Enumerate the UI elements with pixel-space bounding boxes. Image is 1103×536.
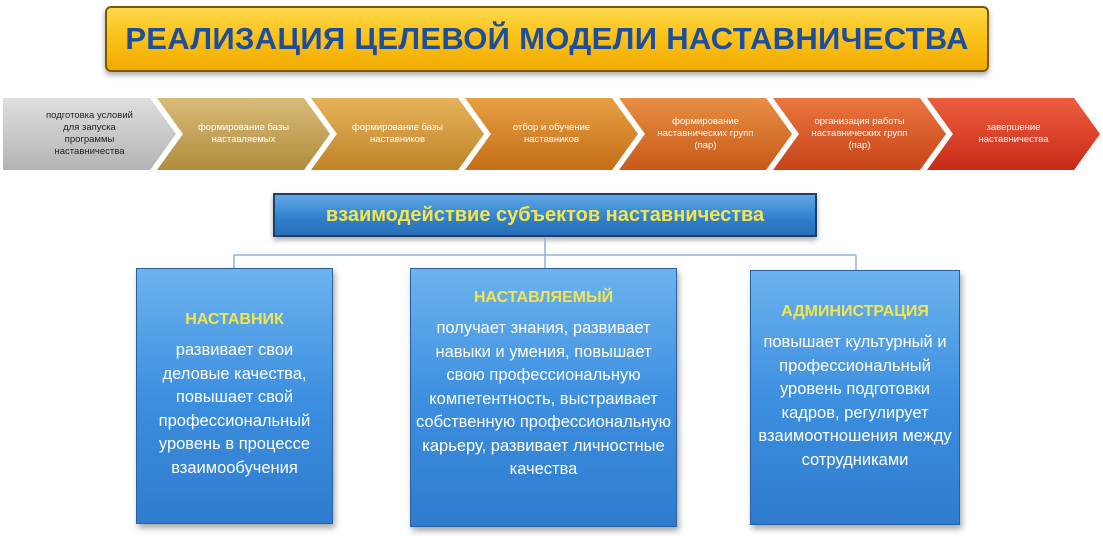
step-organizing-work: организация работы наставнических групп …	[773, 98, 946, 170]
subjects-title: взаимодействие субъектов наставничества	[325, 203, 765, 226]
card-text: развивает свои деловые качества, повышае…	[158, 341, 311, 477]
step-selection-training: отбор и обучение наставников	[465, 98, 638, 170]
card-heading: НАСТАВЛЯЕМЫЙ	[473, 289, 614, 306]
step-preparation: подготовка условий для запуска программы…	[3, 98, 176, 170]
card-heading: АДМИНИСТРАЦИЯ	[781, 303, 929, 320]
main-title: РЕАЛИЗАЦИЯ ЦЕЛЕВОЙ МОДЕЛИ НАСТАВНИЧЕСТВА	[125, 21, 969, 56]
subjects-interaction-banner: взаимодействие субъектов наставничества	[273, 193, 817, 237]
step-mentors-base: формирование базы наставников	[311, 98, 484, 170]
step-label: формирование базы наставляемых	[197, 122, 290, 145]
main-title-banner: РЕАЛИЗАЦИЯ ЦЕЛЕВОЙ МОДЕЛИ НАСТАВНИЧЕСТВА	[105, 6, 989, 72]
card-text: повышает культурный и профессиональный у…	[758, 333, 952, 469]
card-heading: НАСТАВНИК	[185, 311, 284, 328]
step-label: формирование базы наставников	[351, 122, 444, 145]
step-forming-groups: формирование наставнических групп (пар)	[619, 98, 792, 170]
step-label: отбор и обучение наставников	[512, 122, 591, 145]
step-completion: завершение наставничества	[927, 98, 1100, 170]
card-administration: АДМИНИСТРАЦИЯ повышает культурный и проф…	[750, 270, 960, 525]
step-mentees-base: формирование базы наставляемых	[157, 98, 330, 170]
step-label: организация работы наставнических групп …	[811, 116, 908, 151]
step-label: подготовка условий для запуска программы…	[46, 110, 133, 157]
card-mentor: НАСТАВНИК развивает свои деловые качеств…	[136, 268, 333, 524]
card-mentee: НАСТАВЛЯЕМЫЙ получает знания, развивает …	[410, 268, 677, 527]
step-label: формирование наставнических групп (пар)	[657, 116, 754, 151]
card-text: получает знания, развивает навыки и умен…	[415, 319, 672, 478]
step-label: завершение наставничества	[978, 122, 1049, 145]
